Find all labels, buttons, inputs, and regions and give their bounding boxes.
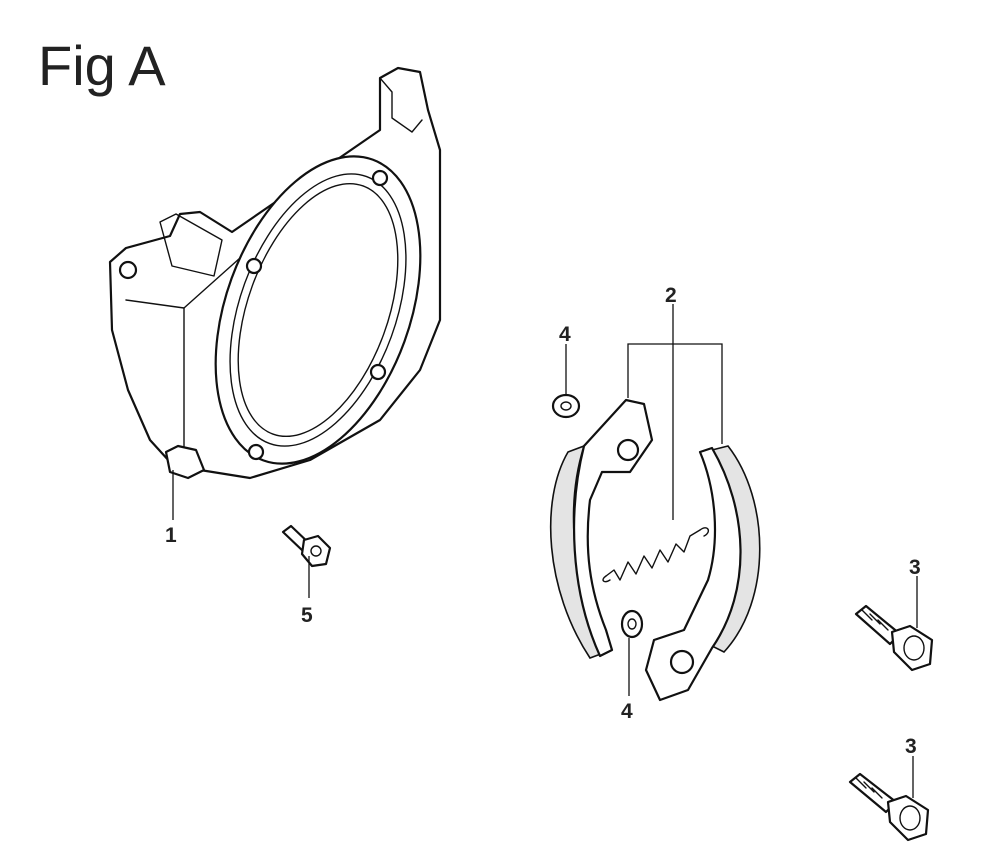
callout-3-upper: 3 <box>909 556 921 579</box>
part-5-bolt <box>281 524 332 568</box>
callout-4-upper: 4 <box>559 323 571 346</box>
part-4-washer-lower <box>620 609 644 639</box>
callout-2: 2 <box>665 284 677 307</box>
part-3-bolt-upper <box>854 604 934 672</box>
part-4-washer-upper <box>551 393 581 419</box>
part-1-housing <box>108 66 442 480</box>
callout-4-lower: 4 <box>621 700 633 723</box>
callout-3-lower: 3 <box>905 735 917 758</box>
part-3-bolt-lower <box>848 772 930 842</box>
part-2-brake-shoes <box>549 304 761 702</box>
callout-5: 5 <box>301 604 313 627</box>
callout-1: 1 <box>165 524 177 547</box>
figure-title: Fig A <box>38 34 166 97</box>
